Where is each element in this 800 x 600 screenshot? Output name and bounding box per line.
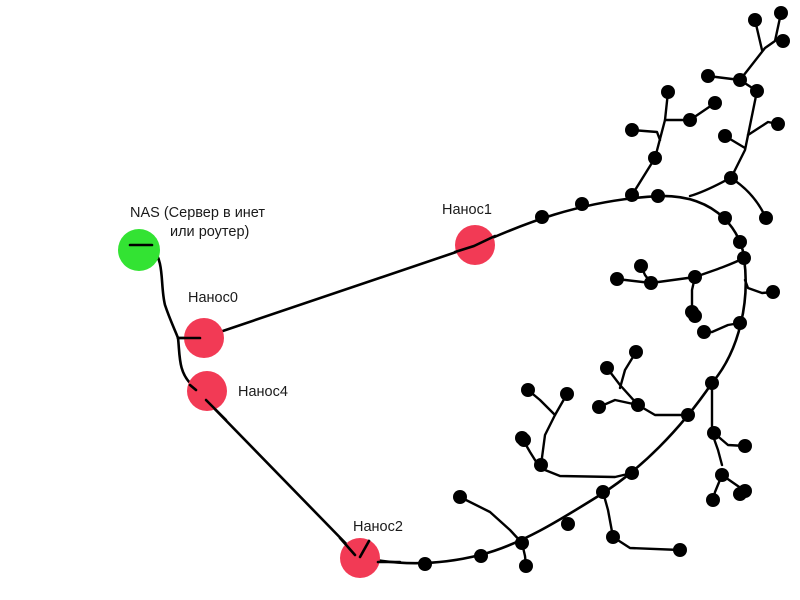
client-node[interactable] <box>625 123 639 137</box>
client-node[interactable] <box>718 129 732 143</box>
client-node[interactable] <box>596 485 610 499</box>
client-node[interactable] <box>708 96 722 110</box>
hub-nanos1[interactable]: Нанос1 <box>442 202 497 265</box>
client-node[interactable] <box>705 376 719 390</box>
hub-nanos1-label: Нанос1 <box>442 202 492 218</box>
client-node[interactable] <box>535 210 549 224</box>
client-node[interactable] <box>629 345 643 359</box>
client-node[interactable] <box>774 6 788 20</box>
branch <box>520 436 634 479</box>
client-node[interactable] <box>517 433 531 447</box>
hub-nanos0-circle[interactable] <box>184 318 224 358</box>
client-node[interactable] <box>715 468 729 482</box>
client-node[interactable] <box>592 400 606 414</box>
link-nanos0-nanos1 <box>203 244 476 339</box>
client-node[interactable] <box>701 69 715 83</box>
hub-nanos2-port <box>338 536 402 564</box>
client-node[interactable] <box>688 309 702 323</box>
branch <box>539 392 569 467</box>
client-node[interactable] <box>683 113 697 127</box>
hub-nanos0[interactable]: Нанос0 <box>176 290 238 358</box>
branch <box>630 128 662 142</box>
nas-label-line2: или роутер) <box>170 224 249 240</box>
client-node[interactable] <box>673 543 687 557</box>
client-node[interactable] <box>697 325 711 339</box>
client-node[interactable] <box>706 493 720 507</box>
link-nanos4-nanos2 <box>204 398 360 558</box>
tree-branches <box>458 11 783 568</box>
branch <box>729 176 768 220</box>
client-node[interactable] <box>610 272 624 286</box>
client-node[interactable] <box>771 117 785 131</box>
client-node[interactable] <box>474 549 488 563</box>
nas-circle[interactable] <box>118 229 160 271</box>
client-node[interactable] <box>521 383 535 397</box>
client-node[interactable] <box>724 171 738 185</box>
branch <box>710 381 724 467</box>
client-node[interactable] <box>759 211 773 225</box>
client-node[interactable] <box>453 490 467 504</box>
hub-nanos4[interactable]: Нанос4 <box>187 371 288 422</box>
client-node[interactable] <box>631 398 645 412</box>
client-node[interactable] <box>606 530 620 544</box>
client-node[interactable] <box>718 211 732 225</box>
client-node[interactable] <box>688 270 702 284</box>
branch <box>630 90 670 197</box>
client-node[interactable] <box>750 84 764 98</box>
client-node[interactable] <box>519 559 533 573</box>
client-node[interactable] <box>600 361 614 375</box>
hub-nanos4-circle[interactable] <box>187 371 227 411</box>
branch <box>605 366 640 407</box>
client-node[interactable] <box>766 285 780 299</box>
link-nas-to-hubs <box>150 245 194 387</box>
client-node[interactable] <box>515 536 529 550</box>
nas-label-line1: NAS (Сервер в инет <box>130 205 265 221</box>
nas-node[interactable]: NAS (Сервер в инет или роутер) <box>118 205 265 271</box>
client-node[interactable] <box>560 387 574 401</box>
client-node[interactable] <box>625 466 639 480</box>
client-nodes <box>418 6 790 573</box>
client-node[interactable] <box>644 276 658 290</box>
hub-nanos1-port <box>453 234 497 254</box>
hub-nanos4-port <box>188 383 228 422</box>
client-node[interactable] <box>738 439 752 453</box>
link-ring <box>358 194 747 565</box>
client-node[interactable] <box>575 197 589 211</box>
hub-nanos0-label: Нанос0 <box>188 290 238 306</box>
client-node[interactable] <box>733 73 747 87</box>
client-node[interactable] <box>733 316 747 330</box>
branch <box>458 495 524 545</box>
hub-nanos2[interactable]: Нанос2 <box>338 519 403 578</box>
client-node[interactable] <box>733 235 747 249</box>
client-node[interactable] <box>418 557 432 571</box>
client-node[interactable] <box>681 408 695 422</box>
client-node[interactable] <box>625 188 639 202</box>
client-node[interactable] <box>661 85 675 99</box>
client-node[interactable] <box>776 34 790 48</box>
client-node[interactable] <box>648 151 662 165</box>
client-node[interactable] <box>737 251 751 265</box>
hub-nanos2-label: Нанос2 <box>353 519 403 535</box>
client-node[interactable] <box>561 517 575 531</box>
branch <box>618 350 638 390</box>
client-node[interactable] <box>651 189 665 203</box>
client-node[interactable] <box>634 259 648 273</box>
branch <box>738 11 783 82</box>
client-node[interactable] <box>733 487 747 501</box>
client-node[interactable] <box>534 458 548 472</box>
client-node[interactable] <box>707 426 721 440</box>
hub-nanos4-label: Нанос4 <box>238 384 288 400</box>
client-node[interactable] <box>748 13 762 27</box>
